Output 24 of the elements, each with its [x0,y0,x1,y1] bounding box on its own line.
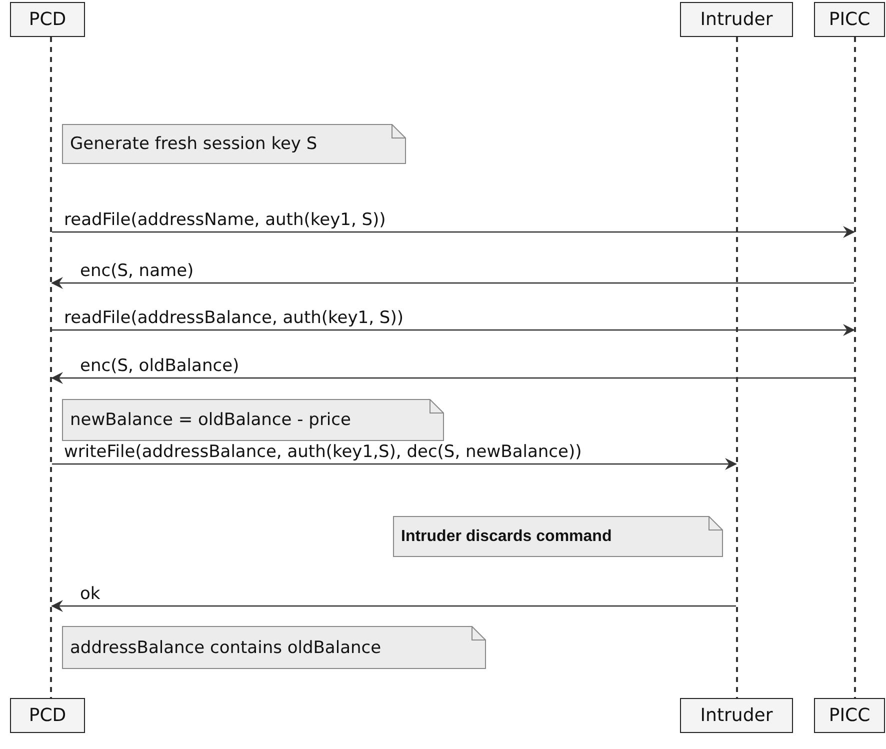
message-arrow [51,277,854,289]
message-label: enc(S, name) [79,262,195,281]
message-arrow [51,600,736,612]
participant-box: PICC [814,2,885,37]
message-arrow [51,372,854,384]
message-label: writeFile(addressBalance, auth(key1,S), dec(S, newBalance)) [63,443,583,462]
message-label: readFile(addressName, auth(key1, S)) [63,211,387,230]
note: addressBalance contains oldBalance [62,626,486,669]
note: Intruder discards command [393,516,723,557]
note: Generate fresh session key S [62,124,406,164]
message-label: readFile(addressBalance, auth(key1, S)) [63,309,404,328]
lifeline [854,37,856,698]
participant-box: Intruder [680,698,793,733]
participant-box: Intruder [680,2,793,37]
message-label: enc(S, oldBalance) [79,357,240,376]
participant-box: PCD [10,2,85,37]
note: newBalance = oldBalance - price [62,399,444,441]
lifeline [50,37,52,698]
message-arrow [52,458,737,470]
message-arrow [52,226,855,238]
lifeline [736,37,738,698]
participant-box: PCD [10,698,85,733]
message-arrow [52,324,855,336]
participant-box: PICC [814,698,885,733]
